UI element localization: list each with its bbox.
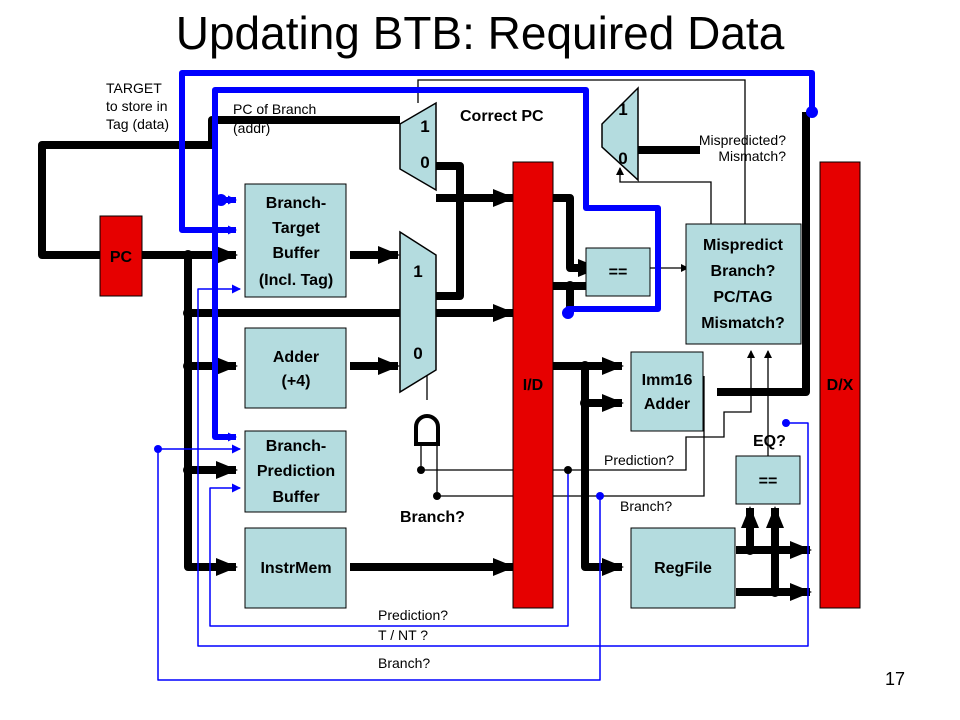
mispredicted-label-1: Mispredicted? — [699, 132, 786, 148]
junction-dots — [154, 106, 818, 597]
mux-mid-1: 1 — [413, 262, 422, 281]
slide-title: Updating BTB: Required Data — [175, 7, 785, 59]
mux-top-right-0: 0 — [618, 149, 627, 168]
mispredict-label-1: Mispredict — [703, 237, 784, 254]
bus-dx-feedback — [717, 112, 810, 396]
mux-top-left-0: 0 — [420, 153, 429, 172]
prediction-mid-label: Prediction? — [604, 452, 674, 468]
blue-wires — [157, 70, 815, 681]
bpb-label-2: Prediction — [257, 463, 335, 480]
mux-top-right-1: 1 — [618, 100, 627, 119]
adder-label-1: Adder — [273, 349, 319, 366]
wire-prediction-thin — [421, 350, 755, 471]
pc-register — [99, 215, 143, 297]
dx-label: D/X — [827, 377, 854, 394]
blue-prediction-wire — [209, 470, 569, 627]
bus-id-to-eq-a — [553, 194, 600, 277]
blue-branch-wire — [157, 444, 601, 681]
btb-label-2: Target — [272, 220, 320, 237]
target-label-2: to store in — [106, 98, 167, 114]
btb-label-4: (Incl. Tag) — [259, 272, 333, 289]
branch-mid-label: Branch? — [620, 498, 672, 514]
eq-label: EQ? — [753, 433, 786, 450]
mux-mid — [399, 230, 437, 394]
mispredicted-label-2: Mismatch? — [718, 148, 786, 164]
branch-bottom-label: Branch? — [378, 655, 430, 671]
branch-prediction-buffer — [244, 430, 347, 513]
pc-of-branch-label-2: (addr) — [233, 120, 270, 136]
blue-pc-of-branch-bus — [212, 87, 661, 442]
imm-label-2: Adder — [644, 396, 690, 413]
instrmem-block — [244, 527, 347, 609]
regfile-block — [630, 527, 736, 609]
bpb-label-1: Branch- — [266, 438, 326, 455]
mux-mid-0: 0 — [413, 344, 422, 363]
bus-btb-target-to-mux — [38, 116, 400, 259]
regfile-label: RegFile — [654, 560, 712, 577]
instrmem-label: InstrMem — [260, 560, 331, 577]
mispredict-label-4: Mismatch? — [701, 315, 785, 332]
page-number: 17 — [884, 669, 905, 689]
id-pipeline-register — [512, 161, 554, 609]
blue-target-bus — [179, 70, 815, 235]
btb-label-3: Buffer — [272, 245, 319, 262]
mispredict-block — [685, 223, 802, 345]
id-label: I/D — [523, 377, 543, 394]
pc-of-branch-label-1: PC of Branch — [233, 101, 316, 117]
mispredict-label-2: Branch? — [711, 263, 776, 280]
bus-pc-trunk — [184, 255, 238, 576]
eq-bottom-label: == — [759, 473, 778, 490]
comparator-bottom — [735, 455, 801, 505]
tnt-label: T / NT ? — [378, 627, 428, 643]
mux-top-left-1: 1 — [420, 117, 429, 136]
correct-pc-label: Correct PC — [460, 108, 544, 125]
branch-target-buffer — [244, 183, 347, 298]
mux-top-left — [399, 101, 437, 192]
pc-label: PC — [110, 249, 133, 266]
bus-mux-loop — [418, 162, 464, 300]
adder-label-2: (+4) — [282, 373, 311, 390]
imm-label-1: Imm16 — [642, 372, 693, 389]
target-label-1: TARGET — [106, 80, 162, 96]
and-gate — [414, 414, 440, 446]
adder-block — [244, 327, 347, 409]
blue-tnt-wire — [197, 284, 809, 647]
prediction-bottom-label: Prediction? — [378, 607, 448, 623]
branch-bold-label: Branch? — [400, 509, 465, 526]
bpb-label-3: Buffer — [272, 489, 319, 506]
mispredict-label-3: PC/TAG — [713, 289, 772, 306]
btb-label-1: Branch- — [266, 195, 326, 212]
eq-top-label: == — [609, 264, 628, 281]
comparator-top — [585, 247, 651, 297]
imm16-adder-block — [630, 351, 704, 432]
thick-buses — [38, 112, 812, 601]
wire-mispredicted-select — [616, 167, 712, 225]
bus-id-to-regfile — [553, 362, 624, 576]
dx-pipeline-register — [819, 161, 861, 609]
target-label-3: Tag (data) — [106, 116, 169, 132]
mux-top-right — [601, 86, 639, 182]
